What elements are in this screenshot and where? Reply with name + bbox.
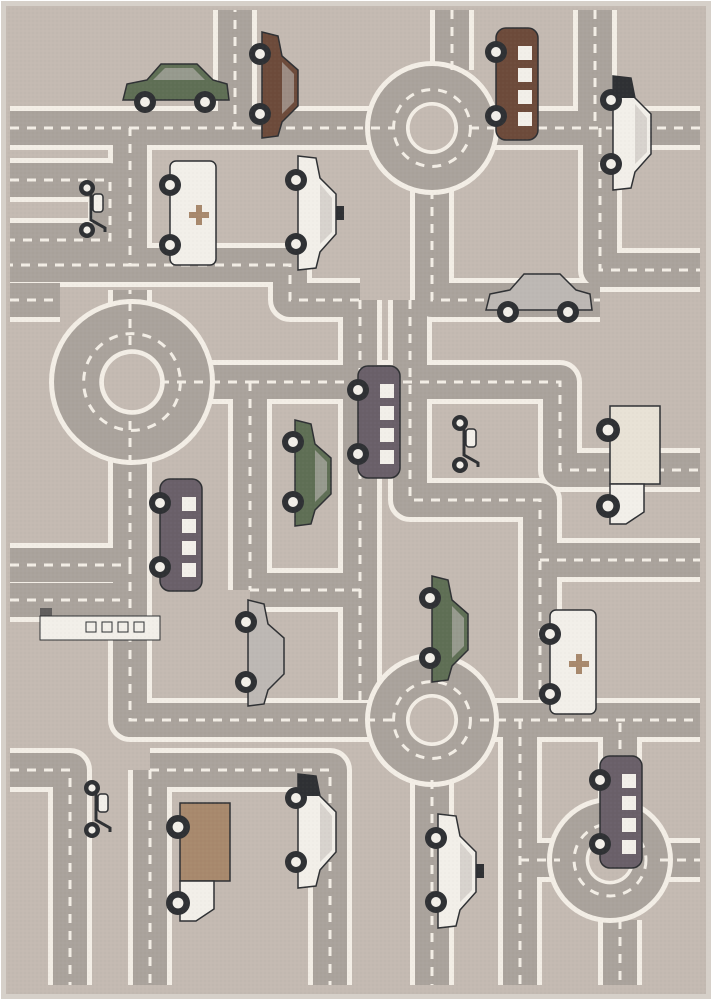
fabric-texture [6,6,706,994]
